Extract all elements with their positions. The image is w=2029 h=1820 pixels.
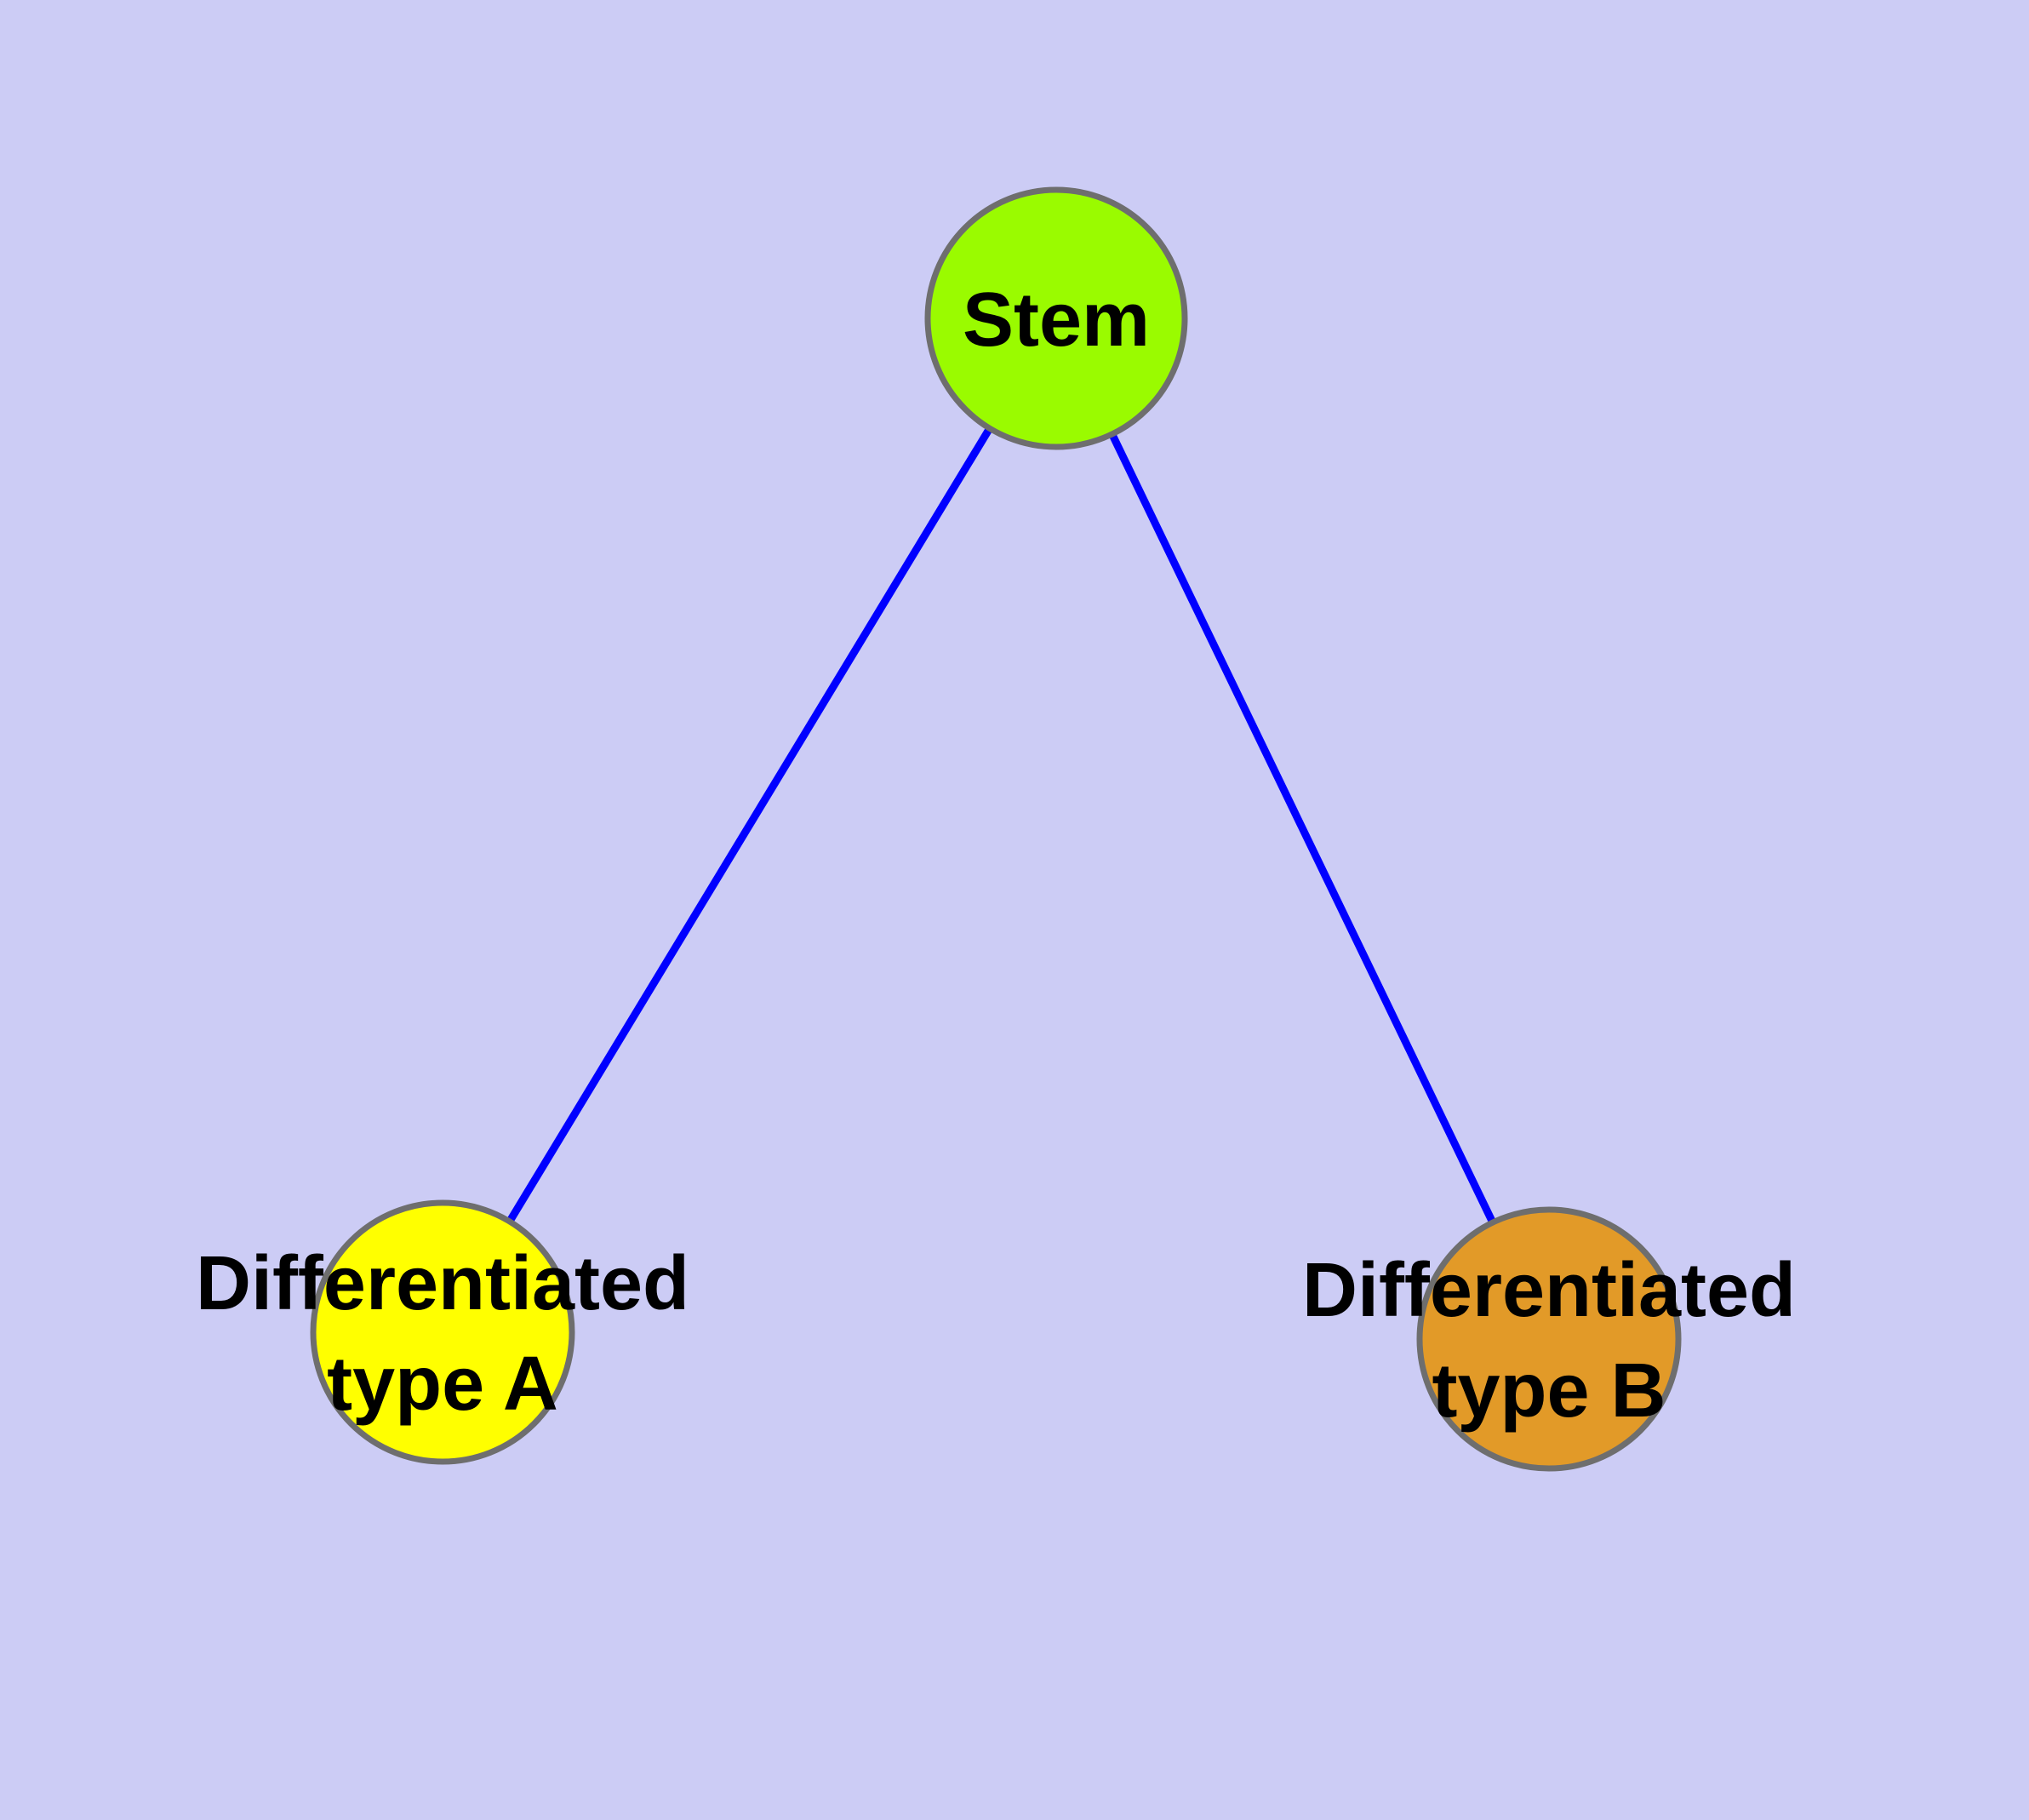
node-stem-circle: [924, 186, 1188, 450]
edge-stem-to-type-a: [439, 316, 1060, 1335]
node-stem-label: Stem: [963, 278, 1150, 363]
node-type-b-circle: [1416, 1206, 1682, 1472]
node-type-b-label-line1: Differentiated: [1302, 1248, 1796, 1333]
node-type-a-label-line1: Differentiated: [196, 1241, 689, 1326]
edge-stem-to-type-b: [1052, 317, 1553, 1341]
node-type-a-label-line2: type A: [327, 1342, 558, 1427]
node-type-b-label-line2: type B: [1432, 1348, 1666, 1434]
node-type-a-circle: [310, 1199, 575, 1465]
